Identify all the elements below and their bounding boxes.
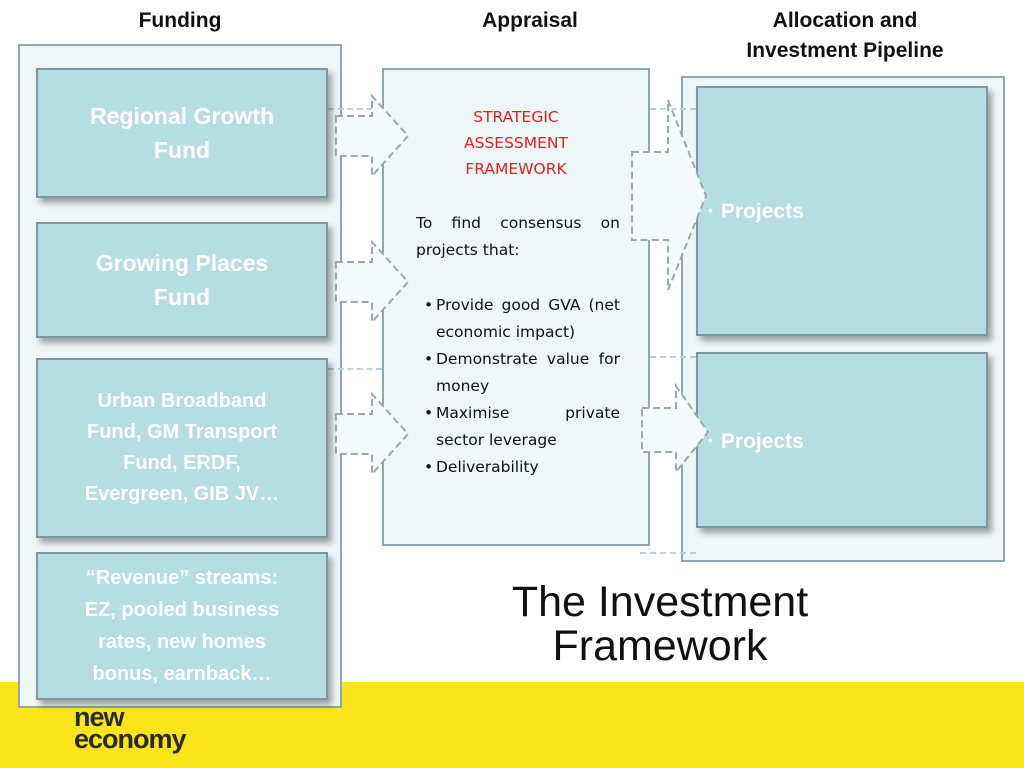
pipeline-item: • Projects: [708, 200, 804, 224]
arrow-icon: [335, 239, 410, 325]
funding-heading: Funding: [138, 9, 222, 32]
allocation-heading-line1: Allocation and: [772, 9, 918, 32]
funding-box-line: Urban Broadband: [97, 390, 267, 412]
connector-line: [650, 108, 696, 110]
funding-box-line: bonus, earnback…: [92, 663, 272, 685]
funding-box-urban-broadband: Urban Broadband Fund, GM Transport Fund,…: [36, 358, 328, 538]
saf-criterion: •Demonstrate value for money: [424, 346, 620, 400]
bullet-symbol: •: [708, 202, 713, 218]
bullet-symbol: •: [424, 350, 434, 368]
appraisal-heading: Appraisal: [482, 9, 578, 32]
saf-criterion-text: Maximise private sector leverage: [436, 404, 620, 449]
arrow-icon: [335, 391, 410, 477]
page-title: The Investment Framework: [470, 580, 850, 668]
pipeline-box-projects-1: • Projects: [696, 86, 988, 336]
funding-box-line: EZ, pooled business: [84, 599, 280, 621]
saf-intro: To find consensus on projects that:: [416, 214, 620, 259]
saf-title-line: STRATEGIC: [473, 108, 559, 126]
saf-criterion: •Maximise private sector leverage: [424, 400, 620, 454]
logo-line1: new: [74, 702, 125, 732]
pipeline-item: • Projects: [708, 430, 804, 454]
arrow-icon: [631, 99, 708, 291]
bullet-symbol: •: [424, 404, 434, 422]
bullet-symbol: •: [424, 296, 434, 314]
saf-title-line: ASSESSMENT: [464, 134, 568, 152]
page-title-line: The Investment: [511, 578, 809, 626]
logo-line2: economy: [74, 724, 187, 754]
connector-line: [328, 368, 382, 370]
connector-line: [640, 552, 696, 554]
new-economy-logo: new economy: [74, 702, 187, 754]
saf-criterion: •Provide good GVA (net economic impact): [424, 292, 620, 346]
funding-box-line: Evergreen, GIB JV…: [84, 483, 280, 505]
bullet-symbol: •: [708, 432, 713, 448]
funding-box-line: Fund: [153, 284, 211, 310]
page-title-line: Framework: [552, 622, 768, 670]
connector-line: [650, 356, 696, 358]
allocation-heading-line2: Investment Pipeline: [746, 39, 944, 62]
saf-criterion-text: Provide good GVA (net economic impact): [436, 296, 620, 341]
pipeline-label: Projects: [720, 430, 804, 453]
funding-box-line: Fund: [153, 137, 211, 163]
allocation-heading: Allocation and Investment Pipeline: [700, 6, 990, 66]
pipeline-label: Projects: [720, 200, 804, 223]
funding-box-growing-places: Growing Places Fund: [36, 222, 328, 338]
funding-box-line: rates, new homes: [98, 631, 266, 653]
saf-criterion: •Deliverability: [424, 454, 620, 481]
funding-box-line: Fund, ERDF,: [123, 452, 241, 474]
arrow-icon: [641, 382, 710, 475]
funding-box-regional-growth: Regional Growth Fund: [36, 68, 328, 198]
saf-criterion-text: Deliverability: [436, 458, 539, 476]
saf-criteria-list: •Provide good GVA (net economic impact) …: [424, 292, 620, 481]
funding-box-line: “Revenue” streams:: [85, 567, 279, 589]
connector-line: [328, 108, 382, 110]
funding-box-line: Fund, GM Transport: [87, 421, 277, 443]
arrow-icon: [335, 93, 410, 179]
bullet-symbol: •: [424, 458, 434, 476]
pipeline-box-projects-2: • Projects: [696, 352, 988, 528]
funding-box-line: Growing Places: [95, 250, 269, 276]
funding-box-revenue-streams: “Revenue” streams: EZ, pooled business r…: [36, 552, 328, 700]
strategic-assessment-framework-box: STRATEGIC ASSESSMENT FRAMEWORK To find c…: [382, 68, 650, 546]
saf-title-line: FRAMEWORK: [465, 160, 567, 178]
funding-box-line: Regional Growth: [90, 103, 274, 129]
saf-title: STRATEGIC ASSESSMENT FRAMEWORK: [384, 104, 648, 182]
saf-criterion-text: Demonstrate value for money: [436, 350, 620, 395]
